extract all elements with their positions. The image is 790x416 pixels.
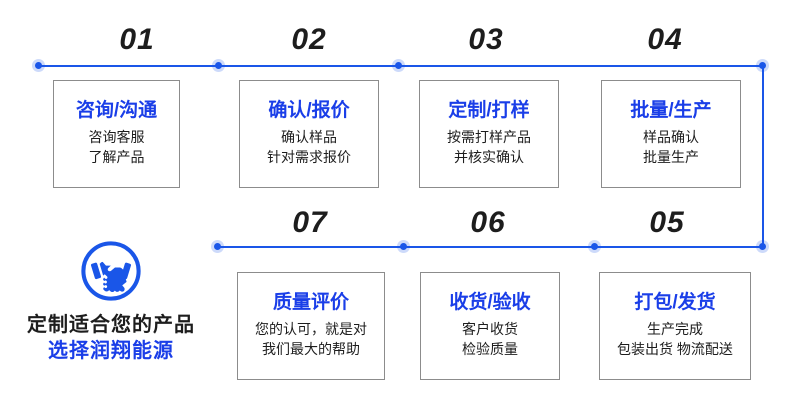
step-card-06[interactable]: 收货/验收 客户收货 检验质量 [420,272,560,380]
step-card-line-1: 按需打样产品 [447,129,531,146]
brand-tagline-secondary: 选择润翔能源 [48,340,174,362]
step-card-line-1: 样品确认 [643,129,699,146]
step-card-title: 定制/打样 [448,100,530,122]
step-card-line-1: 客户收货 [462,321,518,338]
connector-node-7 [397,240,410,253]
step-card-title: 咨询/沟通 [75,100,158,122]
brand-block: 定制适合您的产品 选择润翔能源 [0,240,222,364]
step-number-07: 07 [292,206,328,239]
step-card-04[interactable]: 批量/生产 样品确认 批量生产 [601,80,741,188]
connector-node-1 [32,59,45,72]
step-card-line-1: 生产完成 [647,321,703,338]
handshake-circle-icon [81,241,141,301]
step-card-02[interactable]: 确认/报价 确认样品 针对需求报价 [239,80,379,188]
step-card-line-2: 并核实确认 [454,149,524,166]
step-number-02: 02 [291,23,327,56]
connector-node-2 [212,59,225,72]
step-card-line-2: 了解产品 [88,149,145,166]
step-card-line-1: 您的认可，就是对 [255,321,367,338]
step-card-05[interactable]: 打包/发货 生产完成 包装出货 物流配送 [599,272,751,380]
step-card-01[interactable]: 咨询/沟通 咨询客服 了解产品 [53,80,180,188]
step-card-line-2: 批量生产 [643,149,699,166]
step-number-06: 06 [470,206,506,239]
step-card-title: 确认/报价 [268,100,350,122]
step-card-line-1: 咨询客服 [88,129,145,146]
connector-line-right [762,65,764,248]
step-card-line-2: 检验质量 [462,341,518,358]
step-card-title: 批量/生产 [630,100,712,122]
brand-tagline-primary: 定制适合您的产品 [27,314,195,336]
step-number-04: 04 [647,23,683,56]
connector-node-8 [211,240,224,253]
step-card-line-1: 确认样品 [281,129,337,146]
connector-node-4 [756,59,769,72]
step-number-03: 03 [468,23,504,56]
step-card-line-2: 包装出货 物流配送 [617,341,733,358]
step-number-05: 05 [649,206,685,239]
connector-node-5 [756,240,769,253]
step-card-title: 质量评价 [272,292,349,314]
step-card-title: 收货/验收 [449,292,531,314]
connector-node-3 [392,59,405,72]
connector-node-6 [588,240,601,253]
step-card-07[interactable]: 质量评价 您的认可，就是对 我们最大的帮助 [237,272,385,380]
step-card-03[interactable]: 定制/打样 按需打样产品 并核实确认 [419,80,559,188]
step-card-line-2: 针对需求报价 [267,149,351,166]
step-card-line-2: 我们最大的帮助 [262,341,360,358]
step-number-01: 01 [119,23,155,56]
connector-line-bottom [217,246,764,248]
step-card-title: 打包/发货 [634,292,716,314]
